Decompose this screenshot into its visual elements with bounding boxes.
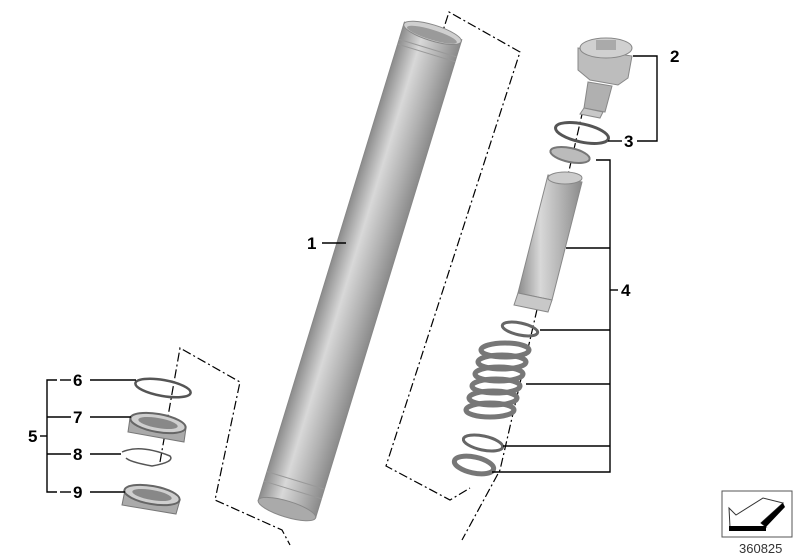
leader-5 [46, 379, 57, 493]
shaft-seal-part[interactable] [127, 409, 187, 443]
callout-6[interactable]: 6 [73, 371, 82, 390]
retaining-ring-part[interactable] [121, 448, 172, 467]
reference-number: 360825 [739, 541, 782, 556]
assembly-line-main [385, 11, 521, 501]
callout-8[interactable]: 8 [73, 445, 82, 464]
circlip-part[interactable] [134, 375, 192, 400]
damper-cartridge-part[interactable] [451, 144, 591, 477]
dust-cap-part[interactable] [121, 481, 181, 515]
screw-cap-part[interactable] [577, 37, 633, 119]
callout-3[interactable]: 3 [624, 132, 633, 151]
callout-9[interactable]: 9 [73, 483, 82, 502]
assembly-line-left [159, 347, 291, 546]
callout-5[interactable]: 5 [28, 427, 37, 446]
direction-arrow-icon [721, 490, 793, 538]
callout-2[interactable]: 2 [670, 47, 679, 66]
leader-2-3 [633, 55, 658, 142]
o-ring-part[interactable] [554, 119, 611, 148]
leader-4 [492, 159, 611, 473]
callout-4[interactable]: 4 [621, 281, 631, 300]
fork-tube-part[interactable] [256, 16, 464, 525]
callout-7[interactable]: 7 [73, 408, 82, 427]
callout-1[interactable]: 1 [307, 234, 316, 253]
